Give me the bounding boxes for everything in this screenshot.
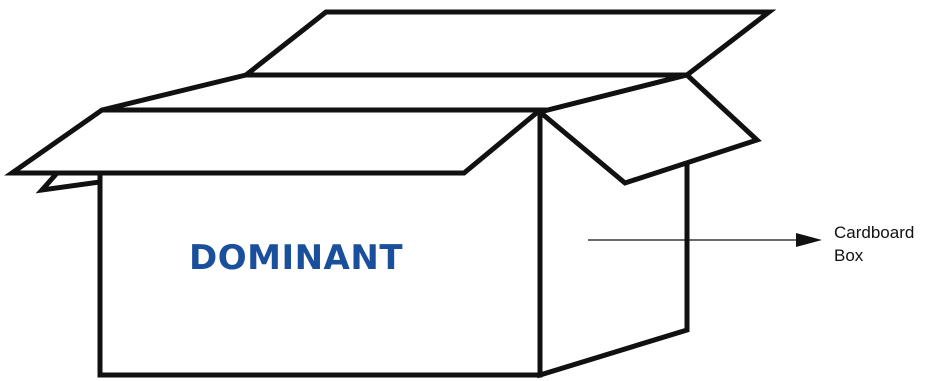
callout-label-line1: Cardboard [834, 223, 914, 242]
callout-label-line2: Box [834, 246, 864, 265]
right-flap [534, 72, 762, 186]
box-side-text: DOMINANT [189, 238, 403, 278]
back-flap [238, 9, 777, 78]
front-flap [4, 107, 547, 176]
arrowhead-icon [796, 233, 822, 247]
back-rim-edge [101, 72, 247, 113]
